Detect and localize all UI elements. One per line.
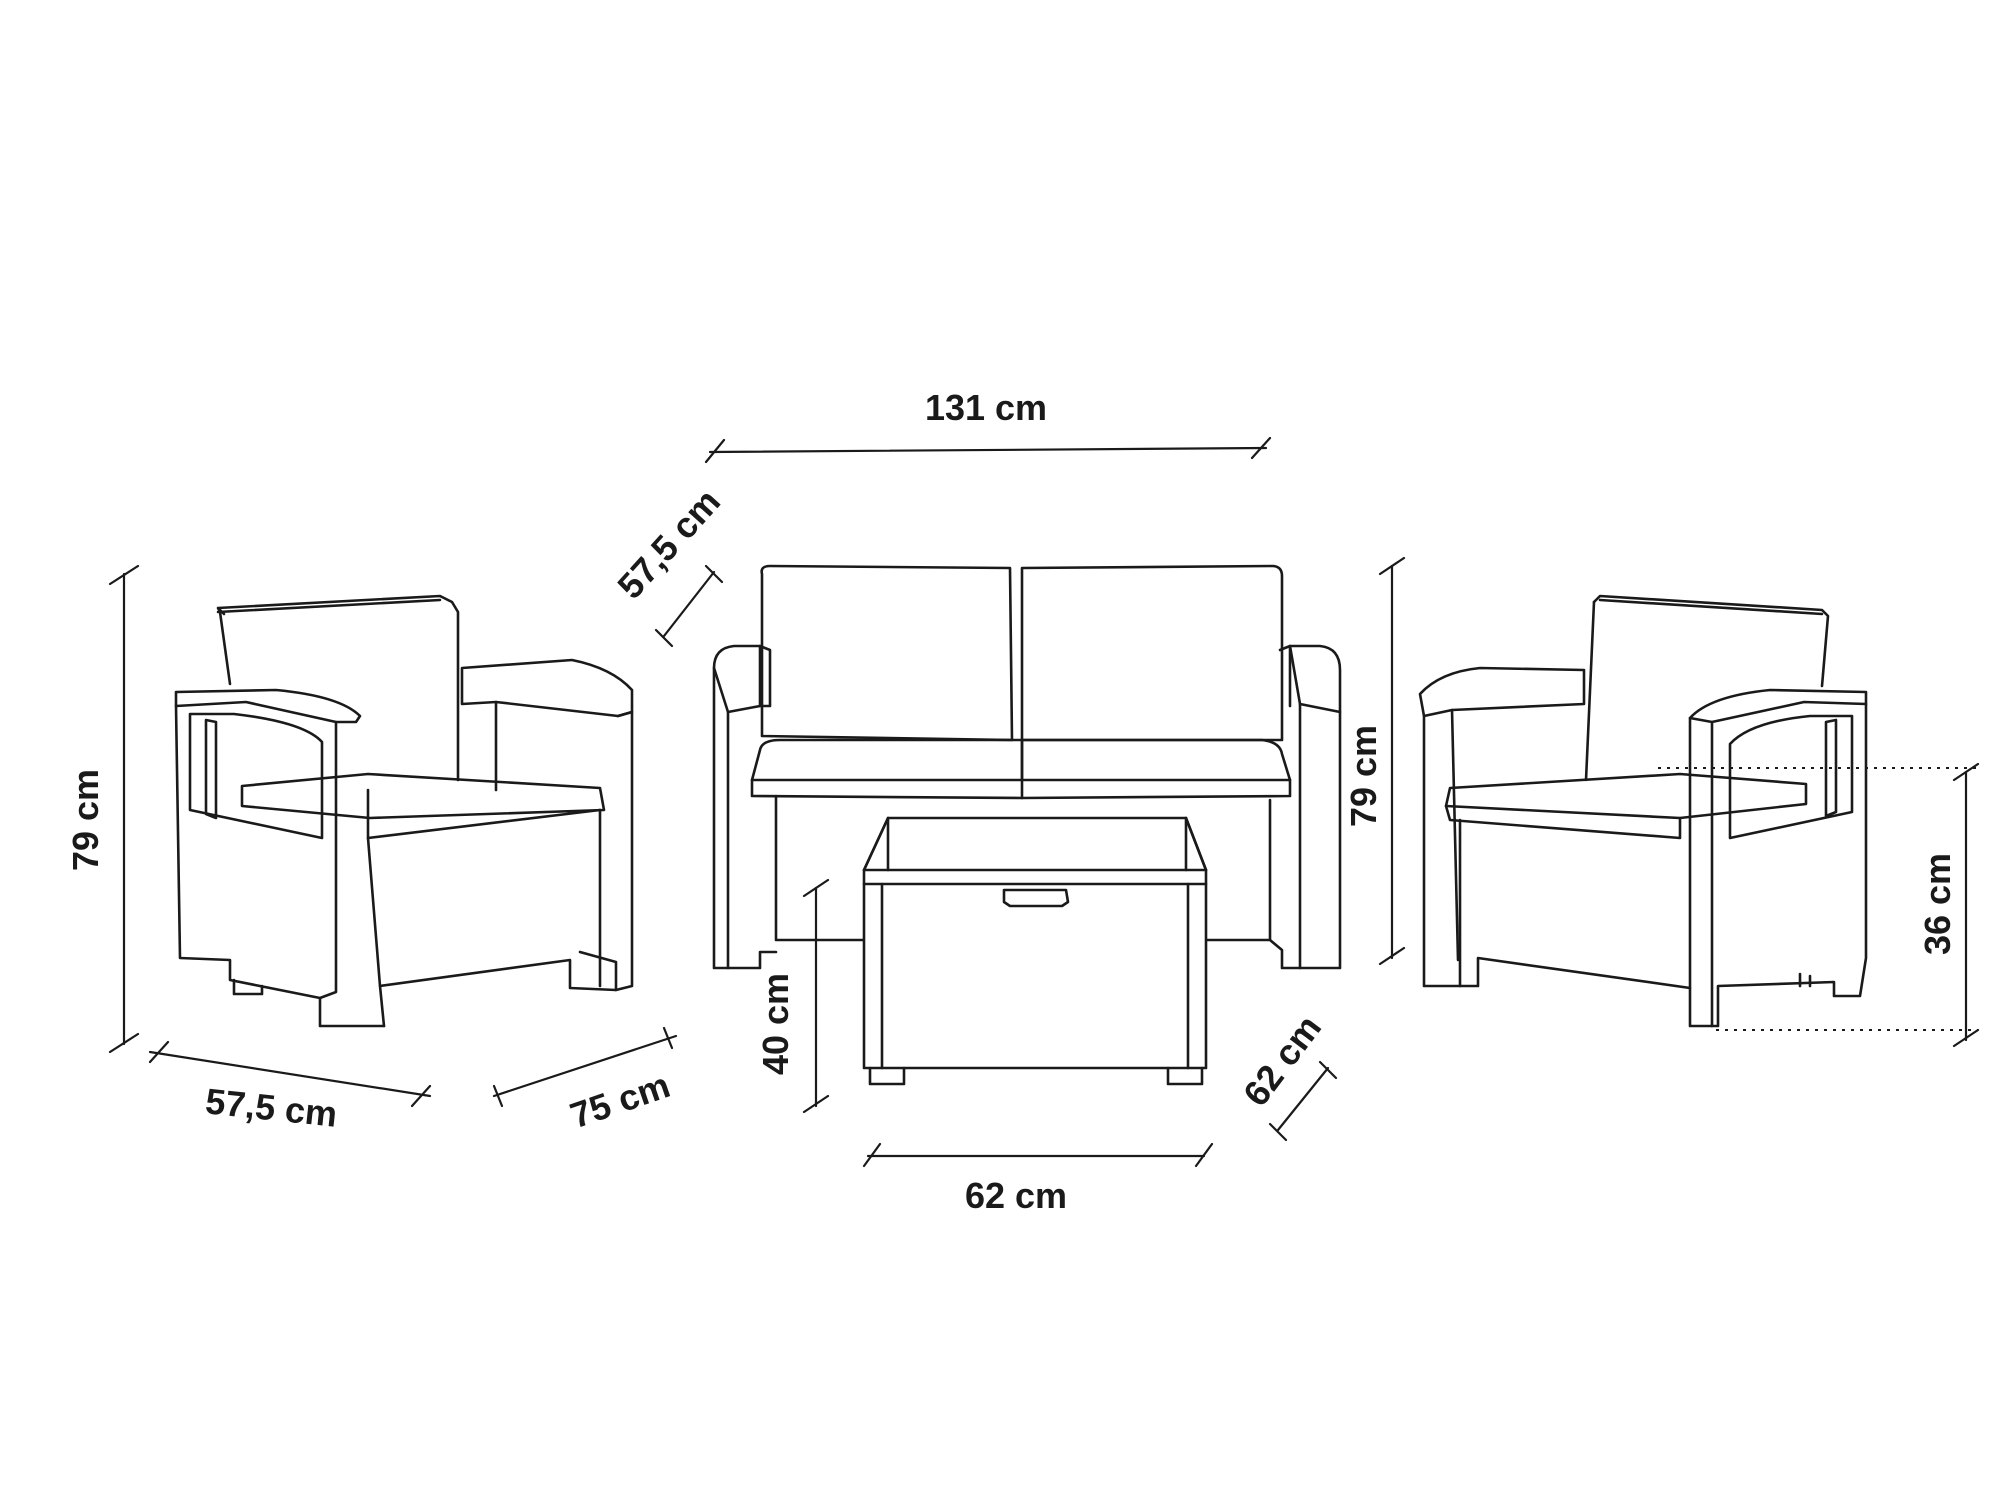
armchair-left-height-label: 79 cm bbox=[65, 769, 106, 871]
sofa-width-label: 131 cm bbox=[925, 387, 1047, 428]
sofa-dimension-lines bbox=[654, 436, 1406, 966]
table-width-label: 62 cm bbox=[965, 1175, 1067, 1216]
table bbox=[862, 816, 1208, 1086]
table-height-label: 40 cm bbox=[755, 973, 796, 1075]
armchair-left-width-label: 57,5 cm bbox=[203, 1080, 339, 1135]
sofa bbox=[712, 564, 1342, 970]
armchair-left bbox=[174, 594, 634, 1028]
armchair-left-dimension-lines bbox=[108, 564, 678, 1108]
table-depth-label: 62 cm bbox=[1235, 1007, 1329, 1113]
sofa-height-label: 79 cm bbox=[1343, 725, 1384, 827]
armchair-right-seat-height-label: 36 cm bbox=[1917, 853, 1958, 955]
armchair-right-dimension-lines bbox=[1658, 762, 1980, 1048]
sofa-depth-label: 57,5 cm bbox=[609, 481, 728, 607]
table-dimension-lines bbox=[802, 878, 1338, 1168]
armchair-left-depth-label: 75 cm bbox=[565, 1064, 675, 1136]
armchair-right bbox=[1418, 594, 1868, 1028]
